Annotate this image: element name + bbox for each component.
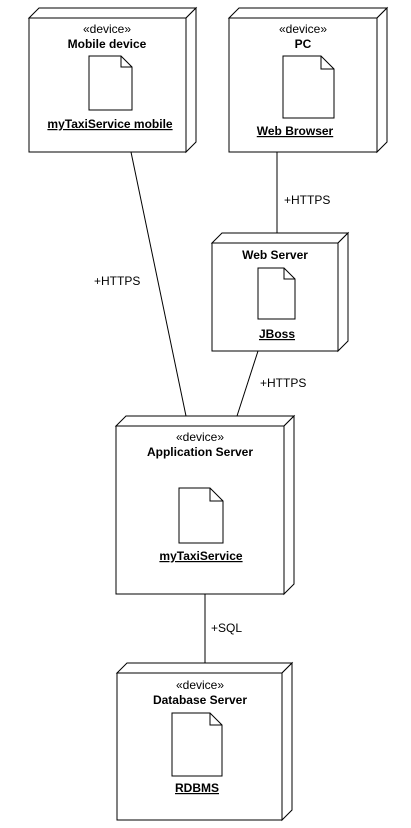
connector-mobile-to-app <box>130 151 187 417</box>
node-pc: «device» PC Web Browser <box>227 6 389 154</box>
connector-label-web-app: +HTTPS <box>260 376 306 390</box>
artifact-icon <box>257 267 296 320</box>
node-web-server: Web Server JBoss <box>210 231 350 353</box>
node-name: PC <box>295 37 312 51</box>
artifact-name: RDBMS <box>175 781 219 795</box>
artifact-icon <box>88 55 133 111</box>
connector-label-mobile-app: +HTTPS <box>94 274 140 288</box>
node-stereotype: «device» <box>176 430 224 444</box>
artifact-icon <box>178 487 224 544</box>
artifact-name: myTaxiService mobile <box>47 117 173 131</box>
node-stereotype: «device» <box>279 22 327 36</box>
node-mobile-device: «device» Mobile device myTaxiService mob… <box>27 6 198 154</box>
artifact-name: myTaxiService <box>159 549 242 563</box>
connector-web-to-app <box>236 350 259 417</box>
artifact-icon <box>171 712 223 777</box>
artifact-name: Web Browser <box>257 124 334 138</box>
artifact-name: JBoss <box>259 327 295 341</box>
node-name: Application Server <box>147 445 253 459</box>
node-stereotype: «device» <box>83 22 131 36</box>
node-name: Database Server <box>153 693 247 707</box>
artifact-icon <box>282 55 335 119</box>
node-application-server: «device» Application Server myTaxiServic… <box>114 414 296 596</box>
node-database-server: «device» Database Server RDBMS <box>115 661 294 822</box>
node-name: Web Server <box>242 248 308 262</box>
node-name: Mobile device <box>68 37 147 51</box>
connector-label-pc-web: +HTTPS <box>284 193 330 207</box>
node-stereotype: «device» <box>176 678 224 692</box>
connector-label-app-db: +SQL <box>211 621 242 635</box>
